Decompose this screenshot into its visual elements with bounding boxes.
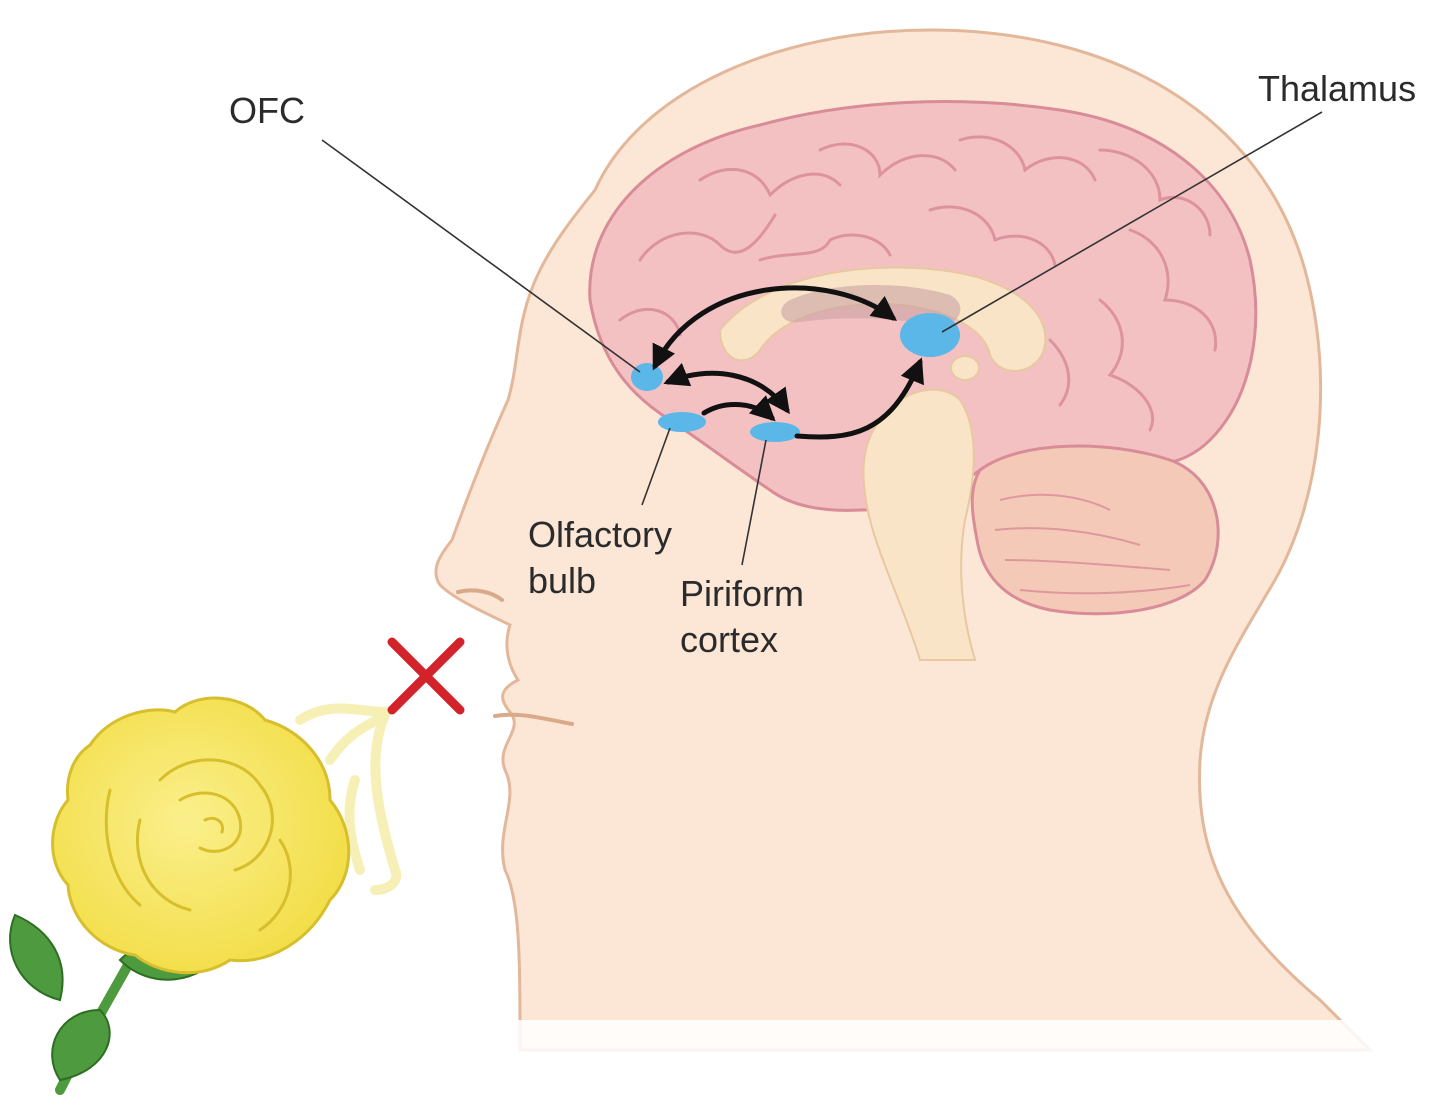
olfactory-bulb-label-line2: bulb (528, 560, 597, 601)
arrow-ofc-piriform (663, 362, 790, 415)
brain-gyri (618, 135, 1218, 432)
leader-piriform (741, 439, 767, 566)
arrow-ofc-thalamus (652, 285, 897, 371)
arrow-bulb-piriform (701, 395, 776, 422)
pineal (950, 355, 980, 381)
olfactory-bulb-label: Olfactory bulb (528, 512, 672, 604)
neck-fade (500, 1020, 1400, 1117)
nostril (456, 588, 504, 602)
olfactory-bulb-region (658, 412, 706, 432)
rose-bloom (51, 696, 351, 975)
brainstem (862, 388, 977, 661)
leader-ofc (321, 139, 641, 373)
x-cross-icon (387, 637, 465, 715)
odor-wisps (295, 701, 402, 895)
arrow-piriform-thalamus (794, 357, 924, 440)
cerebellum (970, 444, 1220, 616)
thalamus-region (900, 313, 960, 357)
ofc-label-text: OFC (229, 90, 305, 131)
leader-lines (321, 111, 1323, 566)
olfactory-bulb-label-line1: Olfactory (528, 514, 673, 555)
ofc-label: OFC (229, 88, 305, 134)
piriform-cortex-label-line1: Piriform (680, 573, 804, 614)
ofc-region (631, 363, 663, 391)
piriform-cortex-region (750, 422, 800, 442)
piriform-cortex-label-line2: cortex (680, 619, 779, 660)
rose-icon (9, 696, 351, 1095)
rose-leaf-bottom (51, 1008, 111, 1082)
lips (493, 712, 574, 726)
rose-leaf-left (9, 913, 64, 1002)
leader-thalamus (941, 111, 1323, 333)
leader-olfactory-bulb (641, 427, 671, 506)
piriform-cortex-label: Piriform cortex (680, 571, 804, 663)
thalamus-label-text: Thalamus (1258, 68, 1417, 109)
thalamus-label: Thalamus (1258, 66, 1416, 112)
cerebellum-folia (994, 493, 1191, 595)
pathway-arrows (652, 285, 924, 440)
